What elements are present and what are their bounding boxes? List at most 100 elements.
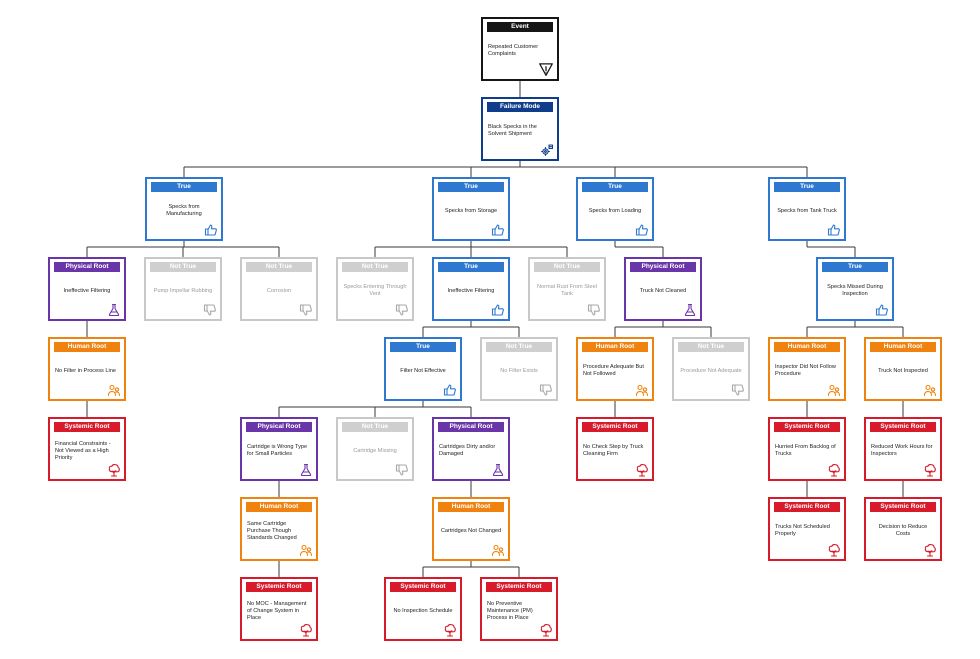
thumbs-up-icon xyxy=(635,223,649,237)
node-text: Specks from Tank Truck xyxy=(777,207,837,214)
people-icon xyxy=(107,383,121,397)
node-header: True xyxy=(151,182,217,192)
node-header: Failure Mode xyxy=(487,102,553,112)
thumbs-down-icon xyxy=(587,303,601,317)
node-header: Not True xyxy=(486,342,552,352)
node-header: Physical Root xyxy=(246,422,312,432)
node-text: Same Cartridge Purchase Though Standards… xyxy=(247,520,297,541)
node-header: Human Root xyxy=(582,342,648,352)
node-header: Systemic Root xyxy=(54,422,120,432)
warning-triangle-icon xyxy=(538,61,554,77)
flask-icon xyxy=(299,463,313,477)
node-text: Pump Impellar Rubbing xyxy=(153,287,213,294)
node-header: Systemic Root xyxy=(774,422,840,432)
thumbs-up-icon xyxy=(204,223,218,237)
node-text: No Check Step by Truck Cleaning Firm xyxy=(583,444,644,457)
node-text: No Filter in Process Line xyxy=(55,367,116,374)
node-text: Specks Entering Through Vent xyxy=(343,284,407,297)
people-icon xyxy=(923,383,937,397)
thumbs-down-icon xyxy=(299,303,313,317)
node-text: Ineffective Filtering xyxy=(63,287,111,294)
node-header: True xyxy=(822,262,888,272)
node-header: Physical Root xyxy=(54,262,120,272)
flask-icon xyxy=(107,303,121,317)
node-text: Trucks Not Scheduled Properly xyxy=(775,524,830,537)
people-icon xyxy=(827,383,841,397)
node-text: No Filter Exists xyxy=(500,367,538,374)
node-header: Not True xyxy=(150,262,216,272)
node-header: Systemic Root xyxy=(390,582,456,592)
people-icon xyxy=(299,543,313,557)
thumbs-down-icon xyxy=(395,303,409,317)
systemic-root-node[interactable]: Systemic Root No Inspection Schedule xyxy=(384,577,462,641)
node-header: Not True xyxy=(342,262,408,272)
node-text: Inspector Did Not Follow Procedure xyxy=(775,364,836,377)
node-text: Ineffective Filtering xyxy=(447,287,495,294)
node-header: Physical Root xyxy=(438,422,504,432)
node-header: True xyxy=(582,182,648,192)
node-text: Cartridges Not Changed xyxy=(440,527,502,534)
node-header: Not True xyxy=(342,422,408,432)
tree-icon xyxy=(635,463,649,477)
thumbs-down-icon xyxy=(395,463,409,477)
tree-icon xyxy=(827,543,841,557)
node-text: Cartridge Missing xyxy=(353,447,397,454)
human-root-node[interactable]: Human Root No Filter in Process Line xyxy=(48,337,126,401)
node-text: No Inspection Schedule xyxy=(393,607,453,614)
flask-icon xyxy=(683,303,697,317)
node-text: Cartridges Dirty and/or Damaged xyxy=(439,444,496,457)
people-icon xyxy=(635,383,649,397)
tree-icon xyxy=(827,463,841,477)
tree-icon xyxy=(299,623,313,637)
tree-icon xyxy=(923,543,937,557)
node-header: Human Root xyxy=(54,342,120,352)
node-text: Financial Constraints - Not Viewed as a … xyxy=(55,440,111,461)
node-header: Human Root xyxy=(870,342,936,352)
node-text: No MOC - Management of Change System in … xyxy=(247,600,307,621)
node-text: Truck Not Inspected xyxy=(878,367,928,374)
tree-icon xyxy=(539,623,553,637)
not-true-node[interactable]: Not True No Filter Exists xyxy=(480,337,558,401)
node-text: Specks from Loading xyxy=(588,207,642,214)
thumbs-down-icon xyxy=(203,303,217,317)
node-header: Systemic Root xyxy=(870,502,936,512)
node-text: Procedure Adequate But Not Followed xyxy=(583,364,644,377)
node-text: Corrosion xyxy=(266,287,292,294)
node-text: Hurried From Backlog of Trucks xyxy=(775,444,836,457)
node-text: No Preventive Maintenance (PM) Process i… xyxy=(487,600,533,621)
node-header: Event xyxy=(487,22,553,32)
